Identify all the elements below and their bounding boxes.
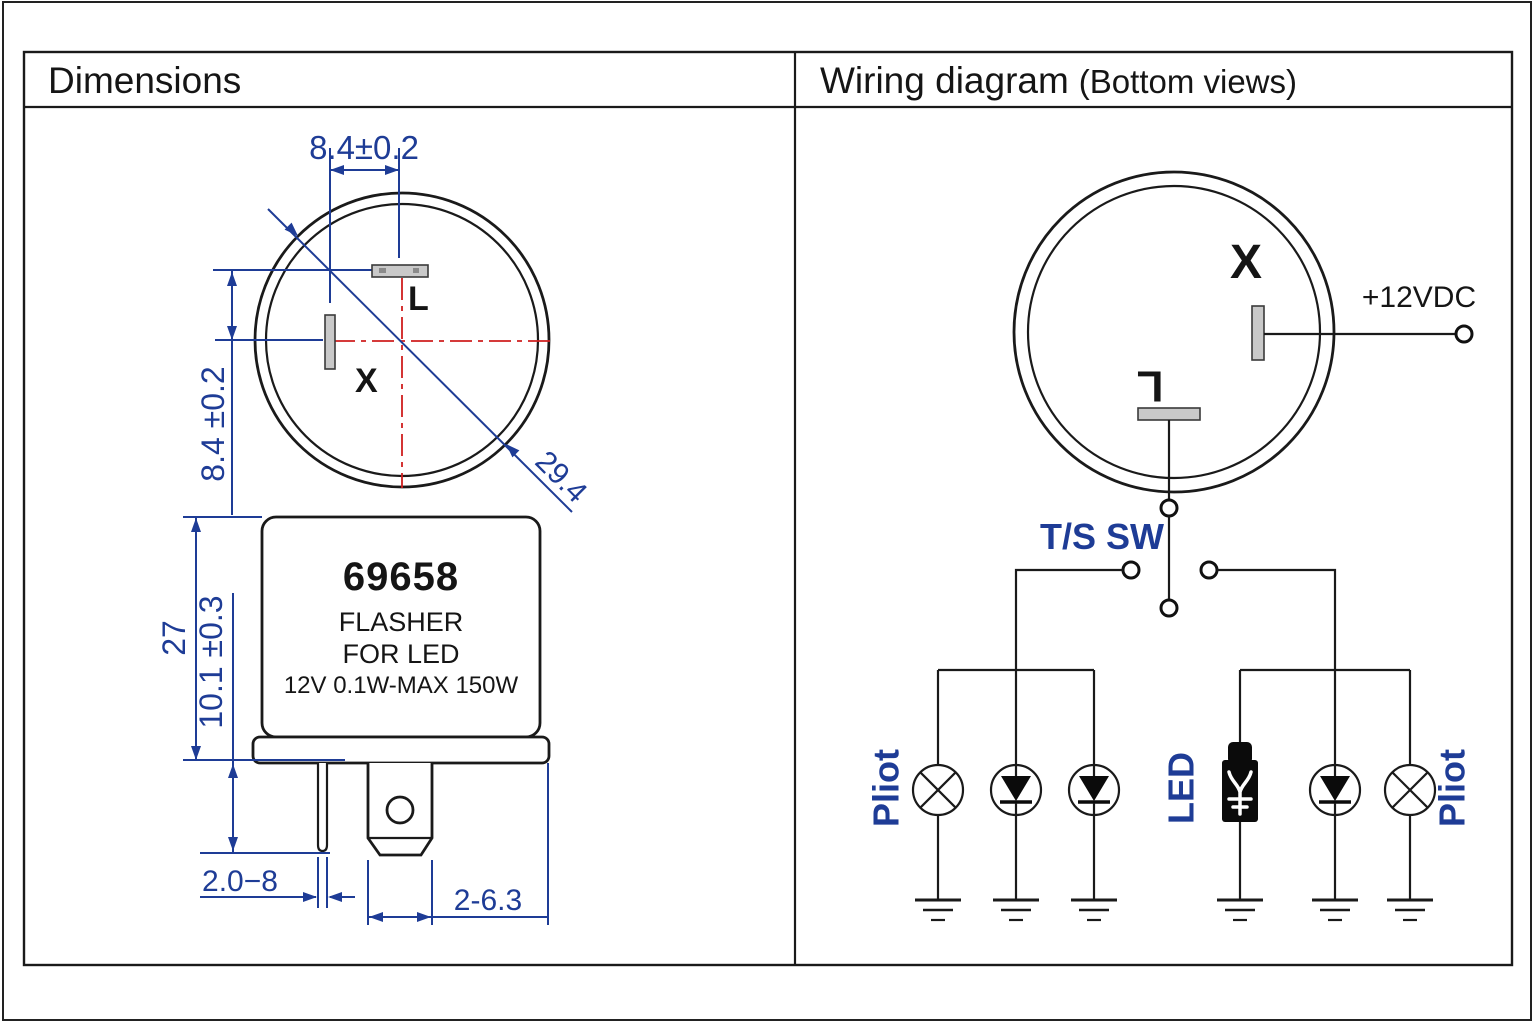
led-bulb-icon xyxy=(1222,742,1258,822)
model-number: 69658 xyxy=(343,555,459,599)
switch-node xyxy=(1159,498,1179,518)
led-bulb-filament xyxy=(1227,770,1253,816)
switch-contact-right xyxy=(1199,560,1219,580)
wire-right-branch xyxy=(1217,568,1337,670)
led-triangle xyxy=(1001,776,1031,801)
arrowhead-icon xyxy=(191,746,201,760)
switch-pole-node xyxy=(1159,598,1179,618)
dimensions-side-view: 69658 FLASHER FOR LED 12V 0.1W-MAX 150W … xyxy=(156,515,551,925)
relay-terminal-x xyxy=(1251,305,1265,361)
arrowhead-icon xyxy=(385,165,399,175)
ground-icon xyxy=(1312,898,1358,922)
arrowhead-icon xyxy=(417,912,431,922)
body-text-3: 12V 0.1W-MAX 150W xyxy=(284,672,519,699)
terminal-x-label: X xyxy=(355,362,378,400)
terminal-l-label: L xyxy=(408,280,429,318)
arrowhead-icon xyxy=(227,272,237,286)
relay-outline-inner xyxy=(1026,184,1322,480)
svg-text:Pliot: Pliot xyxy=(1432,749,1473,827)
relay-terminal-l xyxy=(1137,407,1201,421)
dim-left-label: 8.4 ±0.2 xyxy=(195,366,231,481)
led-symbol xyxy=(1308,763,1362,817)
led-triangle xyxy=(1079,776,1109,801)
lamp-cross xyxy=(1391,771,1429,809)
pilot-right-label: Pliot xyxy=(1432,749,1473,827)
left-panel-title: Dimensions xyxy=(48,60,241,101)
ground-icon xyxy=(915,898,961,922)
arrowhead-icon xyxy=(506,444,520,458)
arrowhead-icon xyxy=(227,326,237,340)
svg-text:10.1 ±0.3: 10.1 ±0.3 xyxy=(193,595,229,728)
ground-symbols xyxy=(915,898,1433,922)
terminal-x xyxy=(324,314,336,370)
power-label: +12VDC xyxy=(1362,281,1476,314)
svg-text:Pliot: Pliot xyxy=(866,749,907,827)
wiring-diagram: X L +12VDC T/S SW xyxy=(866,170,1476,922)
led-symbol xyxy=(1067,763,1121,817)
led-label: LED xyxy=(1161,752,1202,824)
arrowhead-icon xyxy=(228,764,238,778)
svg-text:8.4 ±0.2: 8.4 ±0.2 xyxy=(195,366,231,481)
blade-hole xyxy=(385,795,415,825)
relay-terminal-l-label: L xyxy=(1137,362,1164,411)
arrowhead-icon xyxy=(228,837,238,851)
body-text-2: FOR LED xyxy=(342,639,459,669)
led-symbol xyxy=(989,763,1043,817)
dim-blade-label: 2-6.3 xyxy=(454,884,522,917)
led-bulb-cap xyxy=(1228,742,1252,764)
wire-left-branch xyxy=(1014,568,1123,670)
dim-101-label: 10.1 ±0.3 xyxy=(193,595,229,728)
arrowhead-icon xyxy=(191,518,201,532)
svg-text:LED: LED xyxy=(1161,752,1202,824)
pilot-left-label: Pliot xyxy=(866,749,907,827)
thin-pin xyxy=(316,763,329,853)
switch-contact-left xyxy=(1121,560,1141,580)
ground-icon xyxy=(993,898,1039,922)
right-panel-title: Wiring diagram(Bottom views) xyxy=(820,60,1297,101)
lamp-cross xyxy=(919,771,957,809)
svg-text:27: 27 xyxy=(156,620,192,656)
arrowhead-icon xyxy=(330,165,344,175)
arrowhead-icon xyxy=(284,222,298,236)
led-triangle xyxy=(1320,776,1350,801)
terminal-detail xyxy=(413,268,419,273)
relay-terminal-x-label: X xyxy=(1230,236,1262,289)
power-terminal-node xyxy=(1454,324,1474,344)
terminal-detail xyxy=(379,268,386,273)
svg-text:L: L xyxy=(1137,362,1164,411)
dim-pin-label: 2.0−8 xyxy=(202,865,278,898)
body-text-1: FLASHER xyxy=(339,607,464,637)
switch-label: T/S SW xyxy=(1040,516,1164,557)
arrowhead-icon xyxy=(328,892,342,902)
arrowhead-icon xyxy=(369,912,383,922)
arrowhead-icon xyxy=(303,892,317,902)
table-border xyxy=(22,50,1514,967)
ground-icon xyxy=(1387,898,1433,922)
diameter-dimension-line xyxy=(267,208,573,513)
dim-27-label: 27 xyxy=(156,620,192,656)
dim-top-label: 8.4±0.2 xyxy=(309,129,419,166)
dimensions-top-view: 29.4 8.4±0.2 8.4 ±0.2 L X xyxy=(195,129,593,515)
ground-icon xyxy=(1217,898,1263,922)
ground-icon xyxy=(1071,898,1117,922)
